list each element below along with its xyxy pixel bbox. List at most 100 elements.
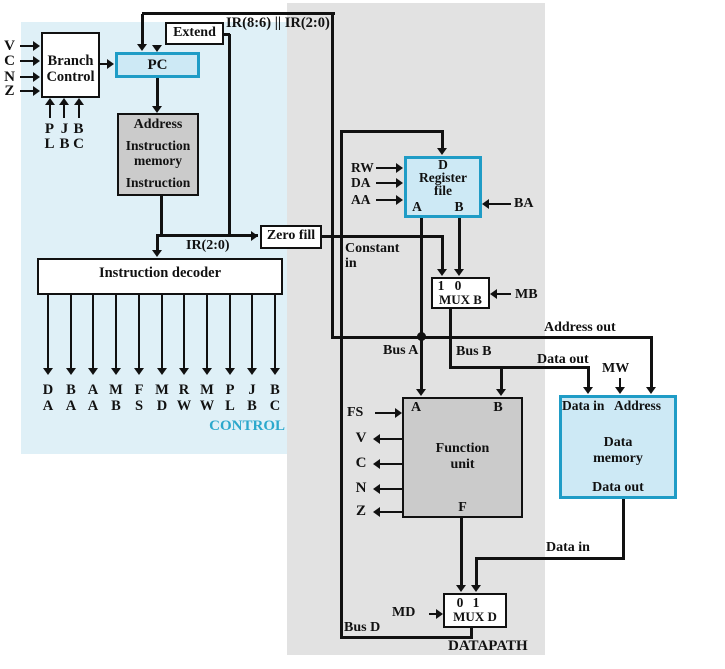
wire-dec-out [229, 295, 231, 368]
extend-box [165, 22, 224, 45]
wire-datain-lower-horiz [475, 557, 625, 560]
arrowhead [471, 585, 481, 592]
arrowhead [373, 459, 380, 469]
ba-label: BA [514, 196, 534, 211]
wire-imem-out [160, 196, 163, 237]
wire-addressout-drop [650, 336, 653, 388]
arrowhead [33, 72, 40, 82]
wire-busB-horiz [449, 366, 590, 369]
flag-c-label: C [4, 53, 15, 69]
wire-fn-c [380, 463, 402, 465]
instruction-memory-box [117, 113, 199, 196]
aa-label: AA [351, 192, 371, 207]
wire-dec-out [251, 295, 253, 368]
pc-label: PC [147, 57, 168, 73]
pc-box [115, 52, 200, 78]
wire-ba [489, 203, 511, 205]
flag-z-label: Z [4, 83, 15, 99]
arrowhead [33, 86, 40, 96]
datapath-region-label: DATAPATH [448, 638, 528, 654]
arrowhead [88, 368, 98, 375]
data-in-lower-label: Data in [546, 540, 590, 555]
wire-datain-lower-drop [475, 557, 478, 586]
muxb-name: MUX B [439, 292, 482, 307]
branch-control-label-2: Control [46, 69, 95, 85]
regfile-name-2: file [434, 183, 452, 198]
wire-pc-top-in [141, 14, 144, 45]
bus-b-label: Bus B [456, 344, 492, 359]
bc-label-b: B [73, 121, 84, 137]
decoder-title: Instruction decoder [98, 265, 222, 281]
pl-label-l: L [44, 136, 55, 152]
arrowhead [33, 41, 40, 51]
wire-constant-in-vert [441, 235, 444, 269]
wire-flag-v [20, 45, 33, 47]
muxb-in1-label: 1 [437, 278, 445, 293]
dmem-datain-port: Data in [562, 398, 605, 413]
wire-rw [376, 167, 396, 169]
wire-busD-to-regfile-horiz [340, 130, 443, 133]
regfile-d-port: D [438, 157, 448, 172]
wire-busA-vert [420, 217, 423, 390]
jb-label-j: J [60, 121, 69, 137]
muxd-name: MUX D [453, 609, 497, 624]
branch-control-label-1: Branch [47, 53, 94, 69]
imem-name-2: memory [134, 153, 182, 168]
arrowhead [482, 199, 489, 209]
wire-jb-stub [63, 105, 65, 118]
arrowhead [152, 250, 162, 257]
mux-b-box [431, 277, 490, 309]
fn-flag-n: N [355, 480, 367, 496]
wire-ir-to-extend-jog [224, 33, 230, 36]
fn-f-port: F [458, 500, 467, 515]
arrowhead [137, 44, 147, 51]
arrowhead [395, 408, 402, 418]
wire-dec-out [183, 295, 185, 368]
arrowhead [396, 178, 403, 188]
arrowhead [66, 368, 76, 375]
extend-label: Extend [173, 25, 216, 40]
wire-aa [376, 199, 396, 201]
constant-in-label-2: in [345, 256, 357, 271]
arrowhead [74, 98, 84, 105]
mux-d-box [443, 593, 507, 628]
md-label: MD [392, 605, 416, 620]
arrowhead [396, 195, 403, 205]
wire-dec-out [274, 295, 276, 368]
arrowhead [454, 269, 464, 276]
wire-dec-out [70, 295, 72, 368]
arrowhead [496, 389, 506, 396]
bus-d-label: Bus D [344, 620, 381, 635]
arrowhead [416, 389, 426, 396]
arrowhead [456, 585, 466, 592]
wire-fn-n [380, 488, 402, 490]
arrowhead [583, 387, 593, 394]
arrowhead [33, 56, 40, 66]
fn-a-port: A [410, 400, 422, 415]
arrowhead [373, 484, 380, 494]
datapath-region [287, 3, 545, 655]
wire-instruction-horiz [156, 234, 258, 237]
arrowhead [107, 59, 114, 69]
bus-a-label: Bus A [383, 343, 419, 358]
data-memory-box [559, 395, 677, 499]
wire-dec-out [47, 295, 49, 368]
wire-bc-stub [78, 105, 80, 118]
wire-fs [375, 412, 395, 414]
address-out-label: Address out [544, 320, 616, 335]
arrowhead [436, 609, 443, 619]
wire-fn-v [380, 438, 402, 440]
branch-control-box [41, 32, 100, 98]
wire-dec-out [92, 295, 94, 368]
arrowhead [152, 106, 162, 113]
fn-b-port: B [493, 400, 503, 415]
